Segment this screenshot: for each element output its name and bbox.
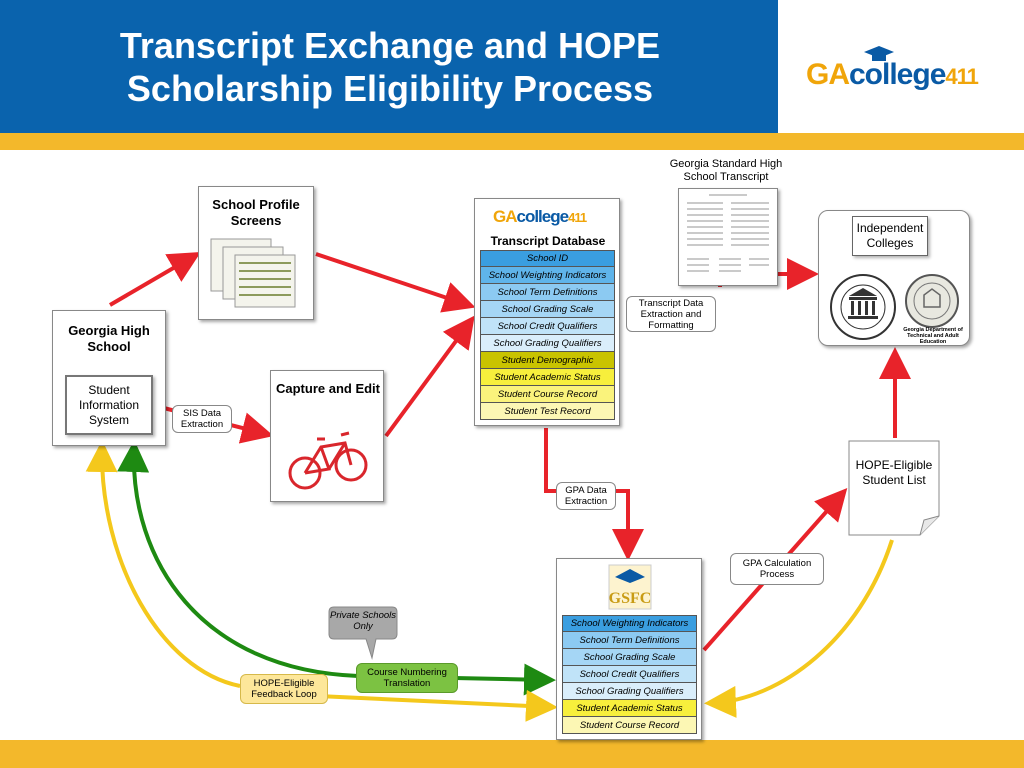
arrow-hs-to-profile bbox=[108, 251, 201, 307]
svg-text:GSFC: GSFC bbox=[609, 590, 652, 607]
transcript-db-field-row: Student Demographic bbox=[480, 352, 615, 369]
georgia-high-school-box: Georgia High School Student Information … bbox=[52, 310, 166, 446]
independent-colleges-box: Independent Colleges Georgia Department … bbox=[818, 210, 970, 346]
transcript-db-field-row: School Weighting Indicators bbox=[480, 267, 615, 284]
sis-data-extraction-label: SIS Data Extraction bbox=[172, 405, 232, 433]
transcript-db-field-row: School Term Definitions bbox=[480, 284, 615, 301]
georgia-transcript-doc bbox=[678, 188, 778, 286]
transcript-database-title: Transcript Database bbox=[490, 234, 606, 248]
gold-divider-bottom bbox=[0, 740, 1024, 768]
capture-and-edit-title: Capture and Edit bbox=[275, 381, 380, 396]
gsfc-field-row: School Grading Scale bbox=[562, 649, 697, 666]
gold-divider-top bbox=[0, 133, 1024, 150]
transcript-db-field-row: School Grading Scale bbox=[480, 301, 615, 318]
capture-and-edit-box: Capture and Edit bbox=[270, 370, 384, 502]
arrow-capture-to-db bbox=[384, 315, 475, 438]
university-system-seal-icon bbox=[830, 274, 896, 340]
gsfc-field-row: Student Academic Status bbox=[562, 700, 697, 717]
transcript-data-extraction-label: Transcript Data Extraction and Formattin… bbox=[626, 296, 716, 332]
gsfc-field-row: Student Course Record bbox=[562, 717, 697, 734]
gpa-calculation-process-label: GPA Calculation Process bbox=[730, 553, 824, 585]
bicycle-icon bbox=[288, 431, 368, 490]
gpa-data-extraction-label: GPA Data Extraction bbox=[556, 482, 616, 510]
transcript-db-field-row: Student Academic Status bbox=[480, 369, 615, 386]
georgia-high-school-title: Georgia High School bbox=[68, 323, 150, 354]
gacollege411-logo: GAcollege411 bbox=[806, 58, 979, 91]
gsfc-field-row: School Credit Qualifiers bbox=[562, 666, 697, 683]
transcript-db-field-row: School ID bbox=[480, 250, 615, 267]
header: Transcript Exchange and HOPE Scholarship… bbox=[0, 0, 1024, 140]
student-information-system: Student Information System bbox=[65, 375, 153, 435]
school-profile-screens-title: School Profile Screens bbox=[212, 197, 300, 228]
transcript-database-box: GAcollege411 Transcript Database School … bbox=[474, 198, 620, 426]
arrow-yellow-to-gsfc-right bbox=[704, 539, 894, 718]
gsfc-field-row: School Grading Qualifiers bbox=[562, 683, 697, 700]
private-schools-label: Private Schools Only bbox=[330, 610, 397, 632]
gsfc-field-row: School Term Definitions bbox=[562, 632, 697, 649]
page-title: Transcript Exchange and HOPE Scholarship… bbox=[119, 25, 661, 109]
technical-adult-education-caption: Georgia Department of Technical and Adul… bbox=[903, 327, 963, 345]
private-schools-callout: Private Schools Only bbox=[328, 606, 398, 660]
hope-eligible-student-list-box: HOPE-Eligible Student List bbox=[848, 440, 940, 536]
arrow-profile-to-db bbox=[315, 252, 476, 313]
transcript-document-thumbnail bbox=[687, 194, 769, 272]
arrow-green-to-sis bbox=[117, 440, 359, 678]
transcript-db-field-row: School Grading Qualifiers bbox=[480, 335, 615, 352]
hope-eligible-student-list-title: HOPE-Eligible Student List bbox=[855, 458, 933, 487]
gsfc-field-row: School Weighting Indicators bbox=[562, 615, 697, 632]
title-band: Transcript Exchange and HOPE Scholarship… bbox=[0, 0, 778, 133]
arrow-yellow-to-sis bbox=[85, 440, 241, 688]
transcript-db-field-row: School Credit Qualifiers bbox=[480, 318, 615, 335]
school-profile-screens-box: School Profile Screens bbox=[198, 186, 314, 320]
arrow-yellow-to-gsfc bbox=[317, 689, 558, 722]
independent-colleges-label: Independent Colleges bbox=[852, 216, 928, 256]
georgia-transcript-title: Georgia Standard High School Transcript bbox=[669, 158, 783, 183]
profile-screens-thumbnail bbox=[210, 238, 296, 308]
course-numbering-translation-label: Course Numbering Translation bbox=[356, 663, 458, 693]
graduation-cap-icon bbox=[864, 46, 894, 61]
georgia-state-seal-icon bbox=[905, 274, 959, 328]
transcript-db-field-row: Student Course Record bbox=[480, 386, 615, 403]
gacollege411-logo-small: GAcollege411 bbox=[493, 207, 587, 226]
transcript-db-field-row: Student Test Record bbox=[480, 403, 615, 420]
gsfc-logo-icon: GSFC bbox=[608, 564, 652, 610]
hope-feedback-loop-label: HOPE-Eligible Feedback Loop bbox=[240, 674, 328, 704]
